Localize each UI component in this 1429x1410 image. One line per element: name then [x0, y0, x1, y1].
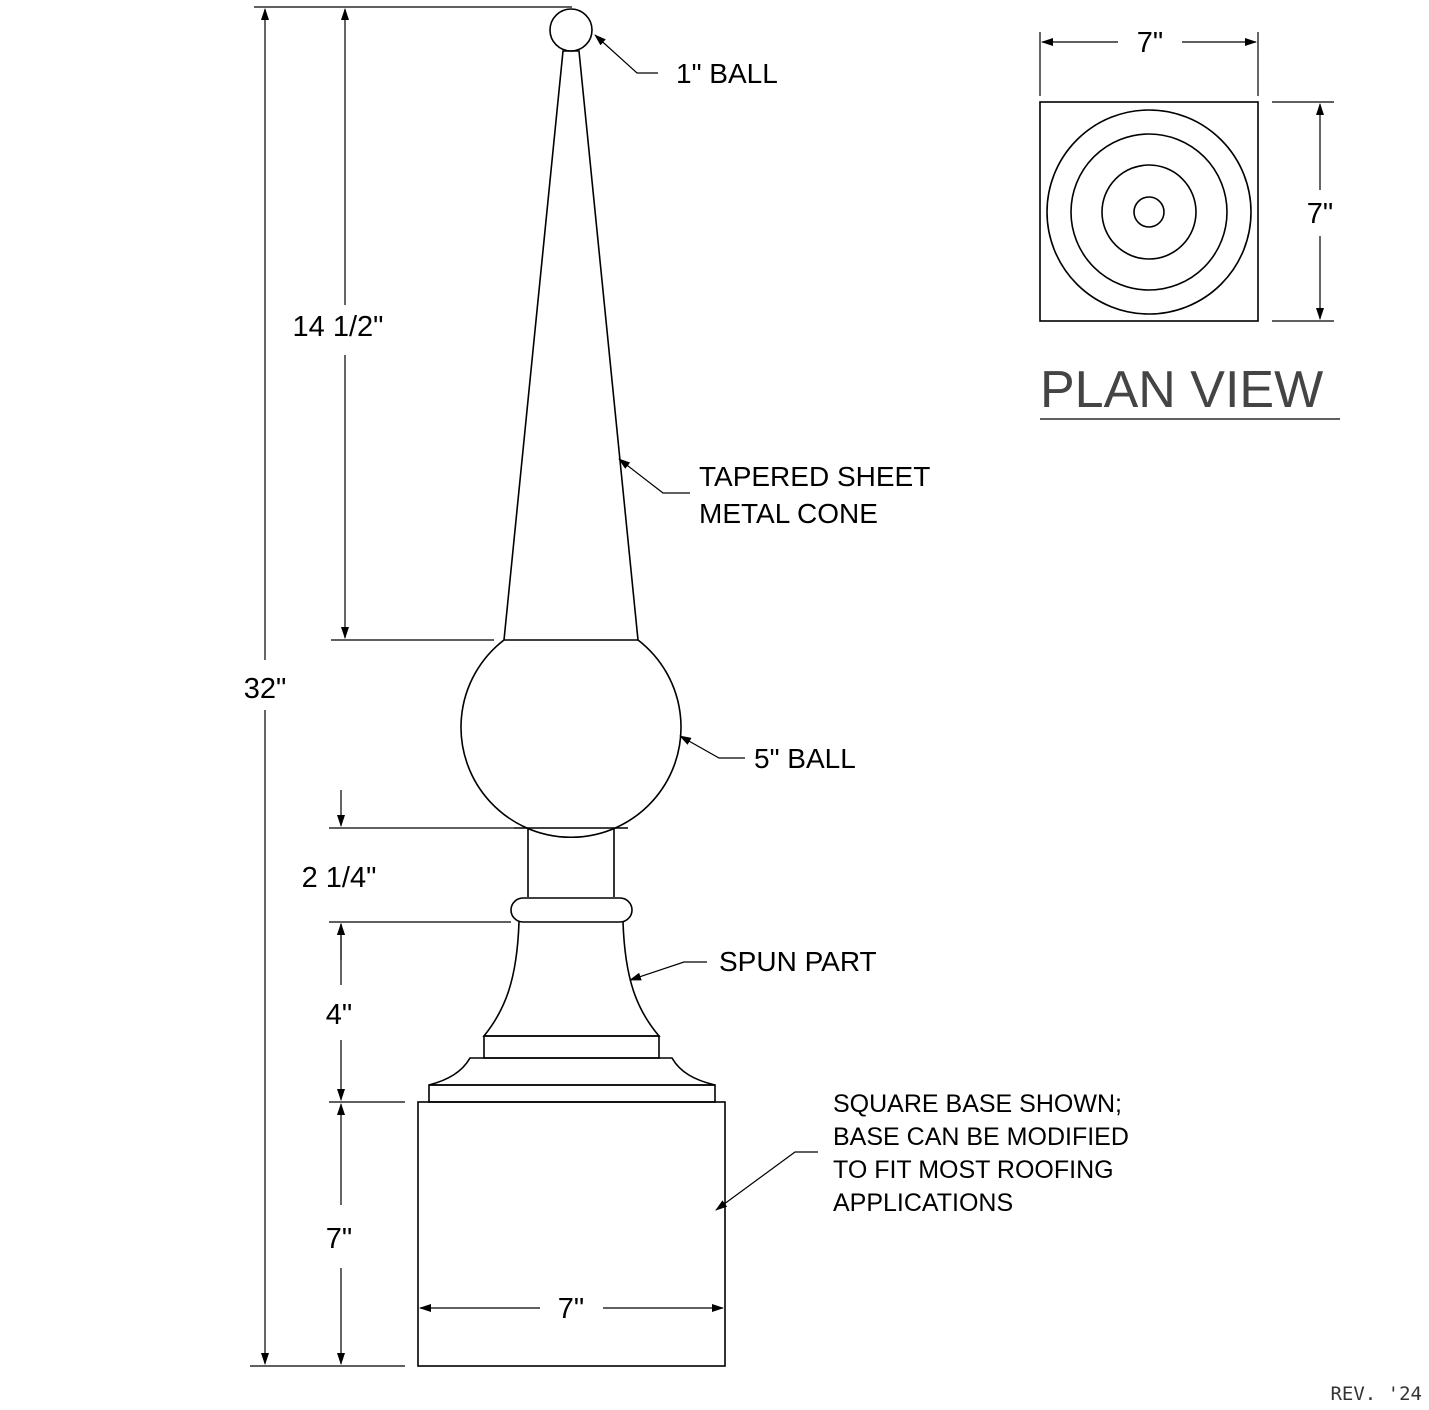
note-line2: BASE CAN BE MODIFIED: [833, 1123, 1129, 1151]
callouts: 1" BALL TAPERED SHEET METAL CONE 5" BALL…: [594, 34, 1129, 1217]
label-top-ball: 1" BALL: [676, 58, 778, 89]
leader-mid-ball: [679, 735, 745, 759]
dim-base-height-label: 7": [326, 1223, 352, 1255]
dimension-lines: 32" 14 1/2" 2 1/4" 4" 7" 7": [244, 6, 724, 1367]
leader-top-ball: [594, 34, 658, 74]
square-base: [417, 1101, 726, 1367]
dim-base-width-label: 7": [558, 1293, 584, 1325]
spun-step: [483, 1035, 660, 1059]
leader-cone: [618, 458, 690, 494]
plan-view: 7" 7" PLAN VIEW: [1039, 27, 1340, 420]
plan-ring-outer: [1046, 109, 1252, 315]
plan-ring-third: [1101, 164, 1197, 260]
note-line4: APPLICATIONS: [833, 1189, 1013, 1217]
plan-ring-second: [1070, 133, 1228, 291]
note-line1: SQUARE BASE SHOWN;: [833, 1090, 1122, 1118]
leader-base-note: [715, 1151, 818, 1211]
label-mid-ball: 5" BALL: [754, 743, 856, 774]
plan-view-title: PLAN VIEW: [1040, 361, 1323, 419]
middle-ball: [460, 639, 682, 838]
tapered-cone: [503, 50, 639, 641]
plan-ring-center: [1133, 196, 1165, 228]
plan-square: [1039, 101, 1259, 322]
plan-dim-height-label: 7": [1307, 198, 1333, 230]
plan-dim-width-label: 7": [1137, 27, 1163, 59]
revision-mark: REV. '24: [1330, 1383, 1422, 1405]
note-line3: TO FIT MOST ROOFING: [833, 1156, 1114, 1184]
dim-cone-label: 14 1/2": [293, 311, 384, 343]
neck-ring: [510, 897, 633, 923]
label-spun: SPUN PART: [719, 946, 877, 977]
label-cone-line2: METAL CONE: [699, 498, 878, 529]
base-cap: [428, 1084, 716, 1103]
dim-neck-label: 2 1/4": [302, 862, 377, 894]
spun-flare: [428, 1057, 716, 1086]
top-ball: [549, 8, 593, 52]
finial-elevation: [417, 8, 726, 1367]
dim-spun-label: 4": [326, 999, 352, 1031]
label-cone-line1: TAPERED SHEET: [699, 461, 930, 492]
dim-overall-label: 32": [244, 673, 287, 705]
leader-spun: [629, 961, 707, 981]
